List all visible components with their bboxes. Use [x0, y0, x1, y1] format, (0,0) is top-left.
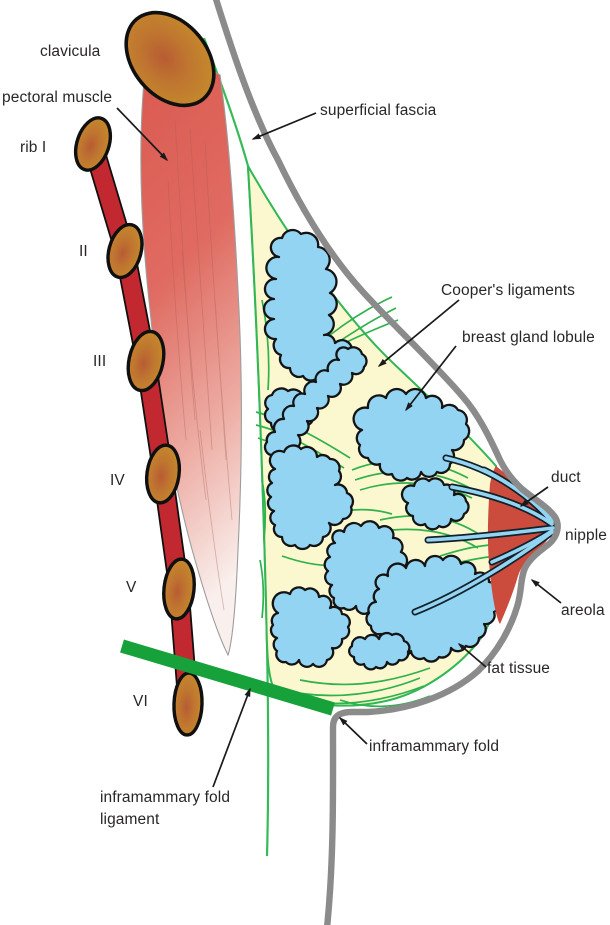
lobule	[400, 477, 470, 531]
label-nipple: nipple	[565, 527, 607, 544]
label-rib-3: III	[93, 353, 107, 370]
ribs	[73, 116, 204, 737]
label-coopers-ligaments: Cooper's ligaments	[441, 282, 575, 299]
label-inframammary-fold: inframammary fold	[369, 738, 500, 755]
milk-ducts	[411, 454, 557, 616]
arrow-superficial-fascia	[251, 112, 317, 140]
label-rib-6: VI	[133, 693, 148, 710]
label-duct: duct	[551, 469, 581, 486]
label-clavicula: clavicula	[40, 43, 101, 60]
rib-6-bone	[172, 671, 204, 737]
label-pectoral-muscle: pectoral muscle	[2, 89, 113, 106]
arrow-inframammary-fold	[338, 716, 368, 745]
arrow-pectoral-muscle	[116, 107, 169, 162]
lobule	[266, 444, 354, 551]
clavicula-bone	[124, 10, 216, 108]
rib-1-bone	[73, 116, 113, 172]
pectoral-muscle-shape	[140, 62, 242, 657]
arrow-coopers-ligaments	[377, 299, 460, 367]
label-rib-5: V	[126, 579, 137, 596]
inframammary-fold-ligament-band	[120, 639, 335, 716]
label-superficial-fascia: superficial fascia	[320, 102, 437, 119]
arrow-fat-tissue	[457, 643, 487, 668]
arrow-breast-gland-lobule	[405, 345, 457, 412]
breast-gland-lobules	[262, 228, 502, 671]
label-breast-gland-lobule: breast gland lobule	[462, 329, 595, 346]
label-fat-tissue: fat tissue	[487, 660, 551, 677]
label-rib-2: II	[79, 243, 88, 260]
arrow-areola	[530, 579, 562, 604]
rib-4-bone	[144, 443, 182, 505]
arrow-duct	[519, 486, 549, 507]
rib-3-bone	[126, 329, 166, 393]
lobule	[348, 631, 411, 671]
label-rib-4: IV	[110, 472, 125, 489]
rib-2-bone	[106, 222, 144, 280]
annotation-arrows	[116, 107, 562, 788]
skin-contour	[212, 0, 561, 925]
label-areola: areola	[561, 602, 605, 619]
label-rib-1: rib I	[20, 139, 47, 156]
lobule	[269, 586, 351, 668]
rib-5-bone	[162, 557, 196, 621]
label-inframammary-fold-ligament: inframammary fold ligament	[100, 789, 231, 828]
arrow-inframammary-fold-ligament	[212, 687, 251, 788]
